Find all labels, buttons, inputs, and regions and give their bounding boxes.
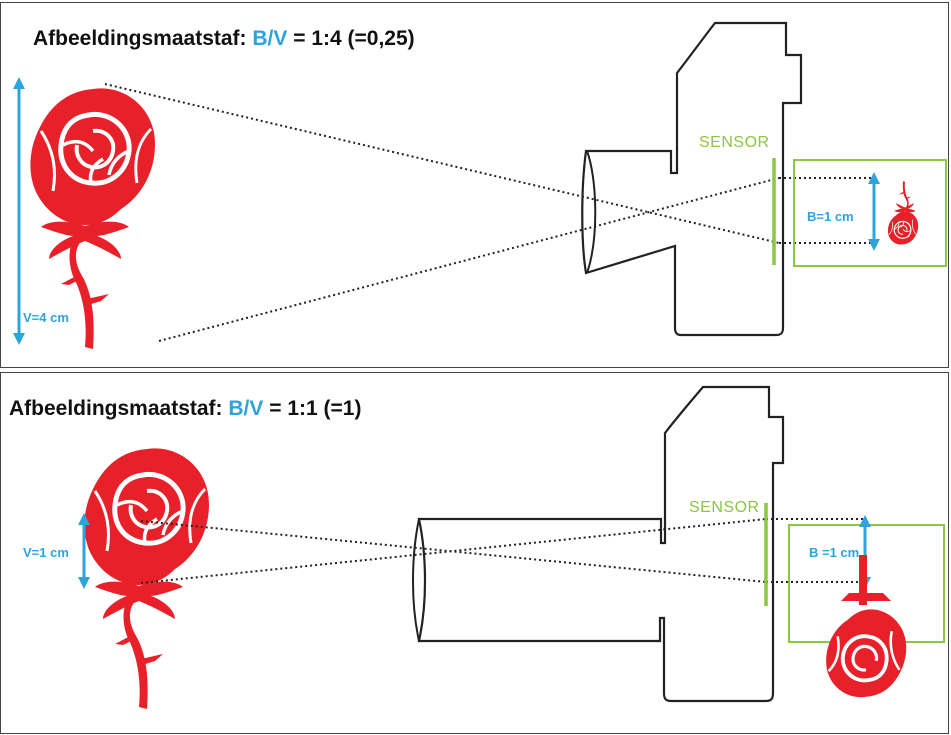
lens-front-curve (586, 150, 597, 274)
diagram-canvas (78, 385, 945, 735)
ray-top (104, 83, 780, 244)
title-ratio-value: = 1:4 (=0,25) (287, 27, 415, 50)
sensor-label: SENSOR (699, 134, 770, 151)
subject-size-label: V=4 cm (23, 310, 69, 325)
image-rose-icon (824, 555, 909, 700)
subject-size-label: V=1 cm (23, 545, 69, 560)
sensor-label: SENSOR (689, 499, 760, 516)
ratio-label: B/V (228, 397, 264, 420)
image-rose-crop (824, 555, 909, 700)
magnification-panel-quarter: Afbeeldingsmaatstaf: B/V = 1:4 (=0,25) S… (0, 2, 949, 368)
lens-front-curve (412, 518, 420, 642)
rose-subject-icon (84, 448, 209, 709)
camera-body-outline (581, 21, 803, 337)
camera-body-outline (417, 385, 785, 703)
sensor-zoom-box (793, 159, 947, 267)
title-prefix: Afbeeldingsmaatstaf: (33, 27, 253, 50)
title-ratio-value: = 1:1 (=1) (263, 397, 362, 420)
ray-bottom (140, 518, 767, 584)
ratio-label: B/V (252, 27, 288, 50)
image-size-label: B=1 cm (807, 209, 854, 224)
panel-title: Afbeeldingsmaatstaf: B/V = 1:4 (=0,25) (33, 27, 415, 51)
magnification-panel-life-size: Afbeeldingsmaatstaf: B/V = 1:1 (=1) SENS… (0, 372, 949, 734)
diagram-canvas (12, 21, 947, 369)
title-prefix: Afbeeldingsmaatstaf: (9, 397, 229, 420)
image-rose-icon (887, 181, 919, 246)
ray-top (140, 520, 767, 583)
ray-bottom (158, 177, 780, 342)
image-size-label: B =1 cm (809, 545, 860, 560)
panel-title: Afbeeldingsmaatstaf: B/V = 1:1 (=1) (9, 397, 361, 421)
